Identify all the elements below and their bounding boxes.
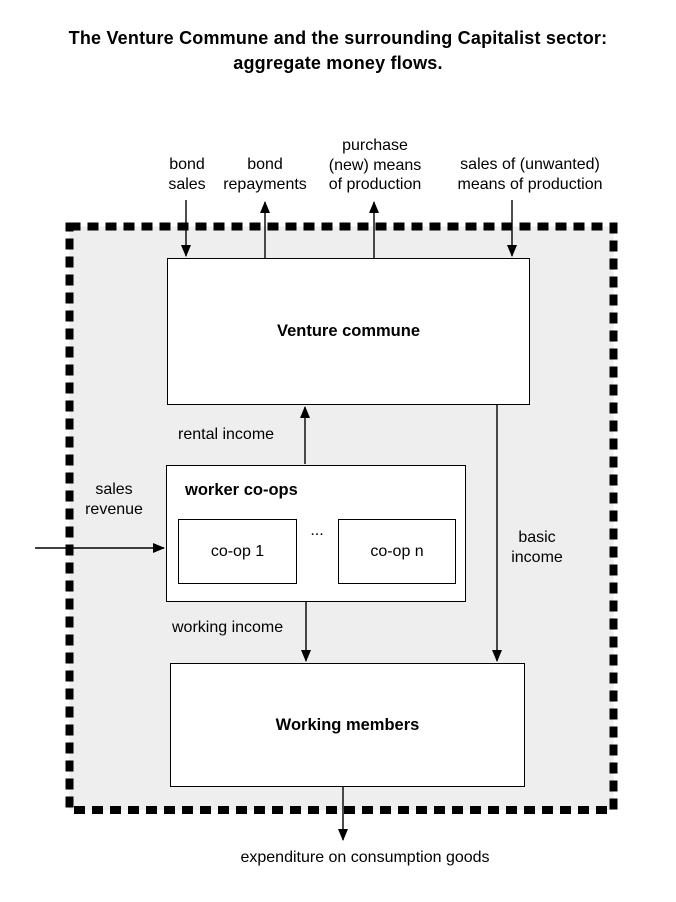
coop-1-label: co-op 1 xyxy=(210,542,265,560)
worker-coops-label: worker co-ops xyxy=(185,481,298,499)
flow-label-working-income: working income xyxy=(172,619,284,636)
flow-label-sales-means: sales of (unwanted) means of production xyxy=(457,156,603,193)
flow-label-sales-revenue: sales revenue xyxy=(85,481,143,518)
coop-n-label: co-op n xyxy=(370,542,424,560)
flow-label-basic-income: basic income xyxy=(511,529,563,566)
flow-label-purchase-means: purchase (new) means of production xyxy=(328,137,422,193)
diagram-title: The Venture Commune and the surrounding … xyxy=(68,28,608,73)
flow-label-bond-sales: bond sales xyxy=(168,156,206,193)
coop-1-node: co-op 1 xyxy=(178,519,297,584)
coop-ellipsis: ... xyxy=(310,522,324,539)
flow-label-bond-repayments: bond repayments xyxy=(223,156,307,193)
coop-n-node: co-op n xyxy=(338,519,456,584)
working-members-node: Working members xyxy=(170,663,525,787)
venture-commune-label: Venture commune xyxy=(276,322,421,340)
working-members-label: Working members xyxy=(275,715,420,734)
venture-commune-node: Venture commune xyxy=(167,258,530,405)
flow-label-expenditure: expenditure on consumption goods xyxy=(240,849,490,866)
flow-label-rental-income: rental income xyxy=(178,426,275,443)
